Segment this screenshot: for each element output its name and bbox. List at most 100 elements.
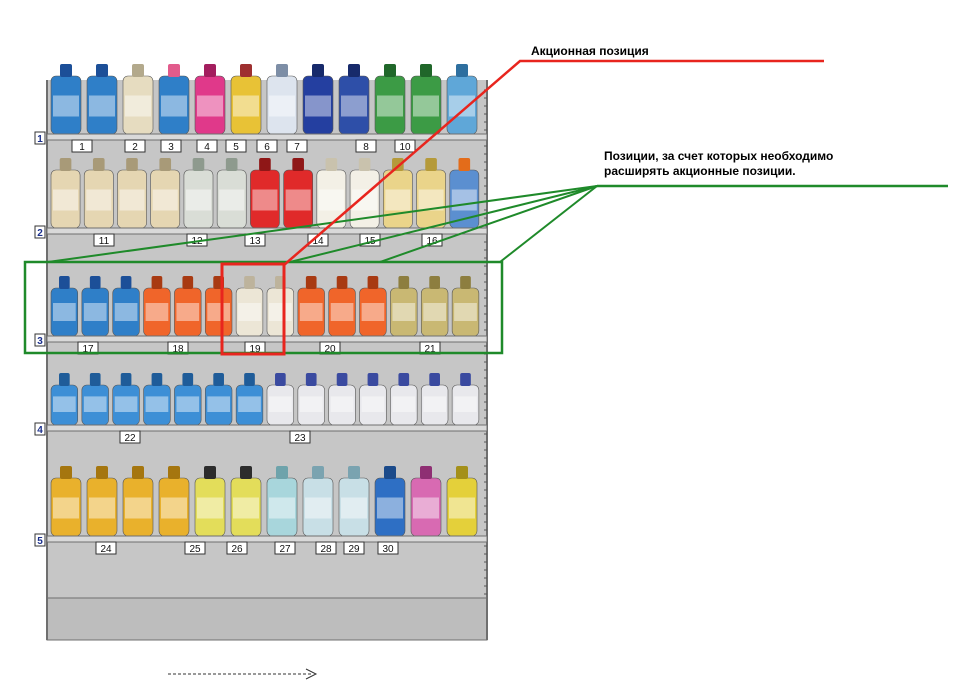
product-cap [420,466,432,479]
product-cap [168,64,180,77]
product-item [216,158,247,229]
product-cap [120,276,132,289]
product-item [158,466,190,537]
price-tag-number: 26 [231,544,243,555]
price-tag [256,139,278,153]
product-item [283,158,313,229]
price-tag-number: 3 [168,142,174,153]
product-item [250,158,280,229]
product-item [374,466,406,537]
product-label [252,189,278,211]
product-label [269,497,295,519]
product-label [330,396,354,412]
shelf-number: 2 [37,228,43,239]
price-tag-number: 2 [132,142,138,153]
product-cap [151,276,163,289]
product-label [145,303,169,321]
product-item [50,373,79,426]
product-label [238,396,261,412]
product-cap [312,466,324,479]
price-tag-number: 16 [426,236,438,247]
product-cap [429,373,440,386]
product-item [446,64,478,135]
expand-positions-label: Позиции, за счет которых необходимо расш… [604,149,833,179]
product-item [150,158,181,229]
product-item [420,276,449,337]
product-cap [348,466,360,479]
product-label [207,303,230,321]
product-item [50,64,82,135]
product-label [305,497,331,519]
product-label [423,396,446,412]
product-item [158,64,190,135]
product-item [230,64,262,135]
shelf-number: 5 [37,536,43,547]
product-cap [159,158,172,171]
shelf-base [46,597,488,641]
product-label [392,303,416,321]
shelf-number-box [34,225,46,239]
product-cap [336,373,348,386]
product-item [297,373,325,426]
product-cap [59,276,70,289]
price-tag-number: 14 [312,236,324,247]
price-tag [225,139,247,153]
product-label [449,497,475,519]
product-item [235,276,264,337]
product-item [302,64,334,135]
product-label [161,95,187,117]
price-tag-number: 19 [249,344,261,355]
product-cap [456,64,468,77]
shelf-number: 3 [37,336,43,347]
product-label [145,396,169,412]
product-item [117,158,147,229]
promo-connector [283,59,824,266]
expand-connector [47,185,598,263]
price-tag [196,139,218,153]
price-tag [124,139,146,153]
product-cap [204,466,216,479]
price-tag-number: 10 [399,142,411,153]
product-item [122,64,154,135]
product-cap [460,373,471,386]
product-item [235,373,264,426]
product-item [446,466,478,537]
product-item [328,276,356,337]
product-cap [460,276,471,289]
product-item [374,64,406,135]
product-cap [384,466,396,479]
product-label [197,497,223,519]
product-item [50,466,82,537]
product-cap [305,373,317,386]
promo-position-label: Акционная позиция [531,44,649,58]
product-cap [96,466,108,479]
product-cap [151,373,163,386]
product-label [125,95,151,117]
price-tag [160,139,182,153]
product-cap [244,373,255,386]
product-item [50,158,81,229]
product-label [89,95,115,117]
product-cap [425,158,437,171]
product-label [454,303,477,321]
product-label [352,189,378,211]
product-label [83,396,107,412]
product-item [174,276,202,337]
shelf-number: 4 [37,425,43,436]
product-cap [367,373,379,386]
product-item [302,466,334,537]
product-cap [92,158,105,171]
product-cap [398,276,410,289]
product-item [390,276,418,337]
price-tag-number: 30 [382,544,394,555]
price-tag-number: 25 [189,544,201,555]
product-label [330,303,354,321]
product-cap [244,276,255,289]
product-label [161,497,187,519]
product-label [207,396,230,412]
price-tag [184,541,206,555]
product-item [122,466,154,537]
